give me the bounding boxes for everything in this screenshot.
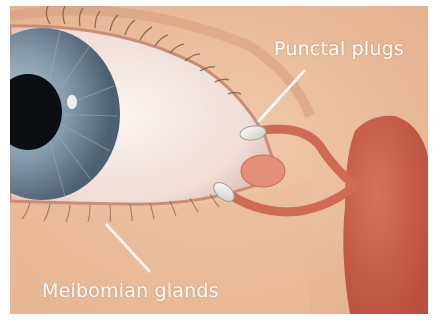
- meibomian-glands-label: Meibomian glands: [42, 280, 219, 302]
- caruncle: [241, 155, 285, 187]
- punctal-plugs-label: Punctal plugs: [274, 38, 404, 60]
- lacrimal-sac: [343, 116, 428, 314]
- eye-illustration: Punctal plugs Meibomian glands: [10, 6, 428, 314]
- eye-highlight: [67, 95, 77, 109]
